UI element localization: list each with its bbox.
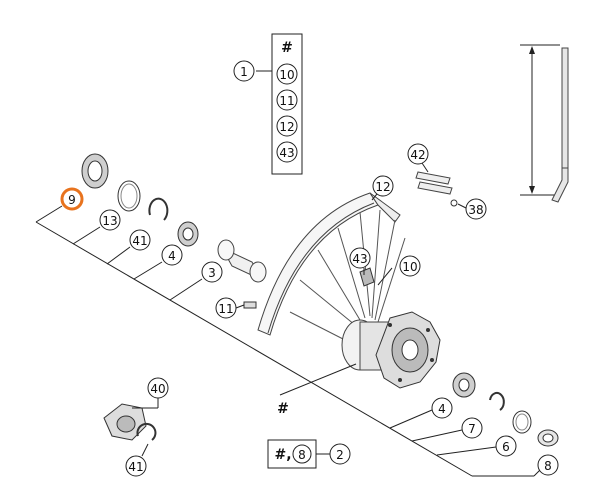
callout-13: 13 [102,214,117,228]
callout-38: 38 [468,203,483,217]
axis-parts [81,153,559,447]
hub-hash-label: # [277,401,289,417]
callout-41-bottom: 41 [128,460,143,474]
callout-4-right: 4 [438,402,446,416]
callout-42: 42 [410,148,425,162]
callout-7: 7 [468,422,476,436]
callout-9: 9 [68,193,76,207]
hub [341,311,441,389]
kit-part: 8 [298,448,306,462]
spokes [289,209,406,341]
callouts: 9 13 41 4 3 11 43 10 12 42 38 40 41 4 7 … [60,143,559,477]
legend-item-12: 12 [279,120,294,134]
spoke-gauge [520,44,569,203]
callout-12: 12 [375,180,390,194]
legend-header: # [281,40,293,56]
assembly-leader-lines [35,205,541,477]
legend-item-10: 10 [279,68,294,82]
callout-1-label: 1 [240,65,248,79]
legend-group: # 10 11 12 43 1 [233,33,303,175]
callout-40: 40 [150,382,165,396]
spoke-part [561,47,569,169]
legend-item-11: 11 [279,94,294,108]
kit-ref: 2 [336,448,344,462]
callout-43: 43 [352,252,367,266]
callout-10: 10 [402,260,417,274]
callout-41: 41 [132,234,147,248]
callout-8: 8 [544,459,552,473]
callout-11: 11 [218,302,233,316]
callout-4-left: 4 [168,249,176,263]
callout-3: 3 [208,266,216,280]
kit-prefix: #, [274,447,291,463]
legend-item-43: 43 [279,146,294,160]
callout-6: 6 [502,440,510,454]
kit-label: #, 8 2 [267,439,351,469]
rim [257,192,401,336]
small-leaders [132,159,467,457]
